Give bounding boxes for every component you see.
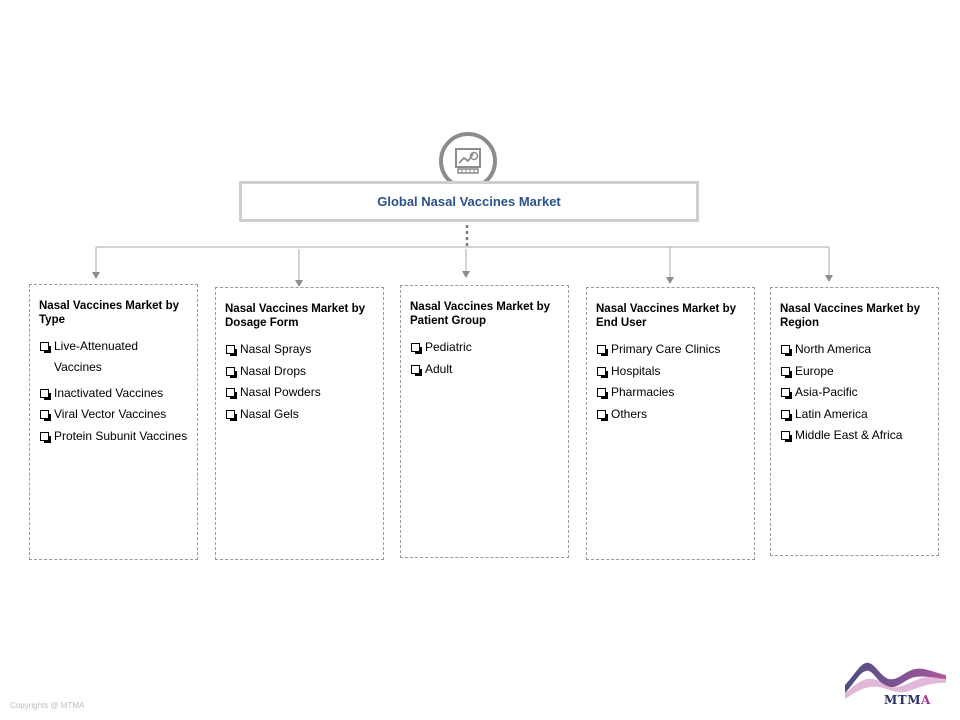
checkbox-icon [781, 431, 792, 442]
list-item: Pediatric [410, 340, 560, 354]
checkbox-icon [597, 388, 608, 399]
checkbox-icon [781, 409, 792, 421]
list-item: Others [596, 407, 746, 421]
list-item: Europe [780, 364, 930, 378]
list-item: Primary Care Clinics [596, 342, 746, 356]
list-item: Latin America [780, 407, 930, 421]
checkbox-icon [226, 388, 237, 399]
segment-type-box: Nasal Vaccines Market by Type Live-Atten… [29, 284, 198, 560]
checkbox-icon [226, 366, 237, 378]
segment-title: Nasal Vaccines Market by End User [596, 303, 736, 329]
checkbox-icon [40, 388, 51, 400]
checkbox-icon [40, 431, 51, 443]
checkbox-icon [781, 366, 792, 378]
checkbox-icon [597, 366, 608, 378]
checkbox-icon [597, 345, 608, 356]
list-item: Nasal Drops [225, 364, 375, 378]
list-item: Adult [410, 362, 560, 376]
root-title: Global Nasal Vaccines Market [377, 194, 561, 209]
checkbox-icon [781, 345, 792, 356]
list-item: Live-Attenuated Vaccines [39, 339, 189, 378]
market-analysis-icon [439, 132, 497, 190]
segment-title: Nasal Vaccines Market by Patient Group [410, 301, 550, 327]
logo-text: MTMA [884, 693, 931, 707]
copyright-text: Copyrights @ MTMA [10, 701, 85, 710]
checkbox-icon [226, 409, 237, 421]
checkbox-icon [597, 409, 608, 421]
segment-title: Nasal Vaccines Market by Region [780, 303, 920, 329]
segment-dosage-form-box: Nasal Vaccines Market by Dosage Form Nas… [215, 287, 384, 560]
root-title-box: Global Nasal Vaccines Market [239, 181, 699, 222]
mtma-logo [845, 662, 946, 699]
list-item: Nasal Powders [225, 385, 375, 399]
checkbox-icon [226, 345, 237, 356]
list-item: Hospitals [596, 364, 746, 378]
list-item: Protein Subunit Vaccines [39, 429, 189, 443]
checkbox-icon [411, 364, 422, 376]
checkbox-icon [40, 342, 51, 353]
checkbox-icon [781, 388, 792, 399]
list-item: North America [780, 342, 930, 356]
list-item: Middle East & Africa [780, 428, 930, 442]
segment-title: Nasal Vaccines Market by Type [39, 300, 179, 326]
segment-end-user-box: Nasal Vaccines Market by End User Primar… [586, 287, 755, 560]
segment-patient-group-box: Nasal Vaccines Market by Patient Group P… [400, 285, 569, 558]
list-item: Viral Vector Vaccines [39, 407, 189, 421]
list-item: Pharmacies [596, 385, 746, 399]
list-item: Asia-Pacific [780, 385, 930, 399]
list-item: Nasal Gels [225, 407, 375, 421]
checkbox-icon [411, 343, 422, 354]
checkbox-icon [40, 410, 51, 421]
list-item: Nasal Sprays [225, 342, 375, 356]
segment-title: Nasal Vaccines Market by Dosage Form [225, 303, 365, 329]
list-item: Inactivated Vaccines [39, 386, 189, 400]
segment-region-box: Nasal Vaccines Market by Region North Am… [770, 287, 939, 556]
